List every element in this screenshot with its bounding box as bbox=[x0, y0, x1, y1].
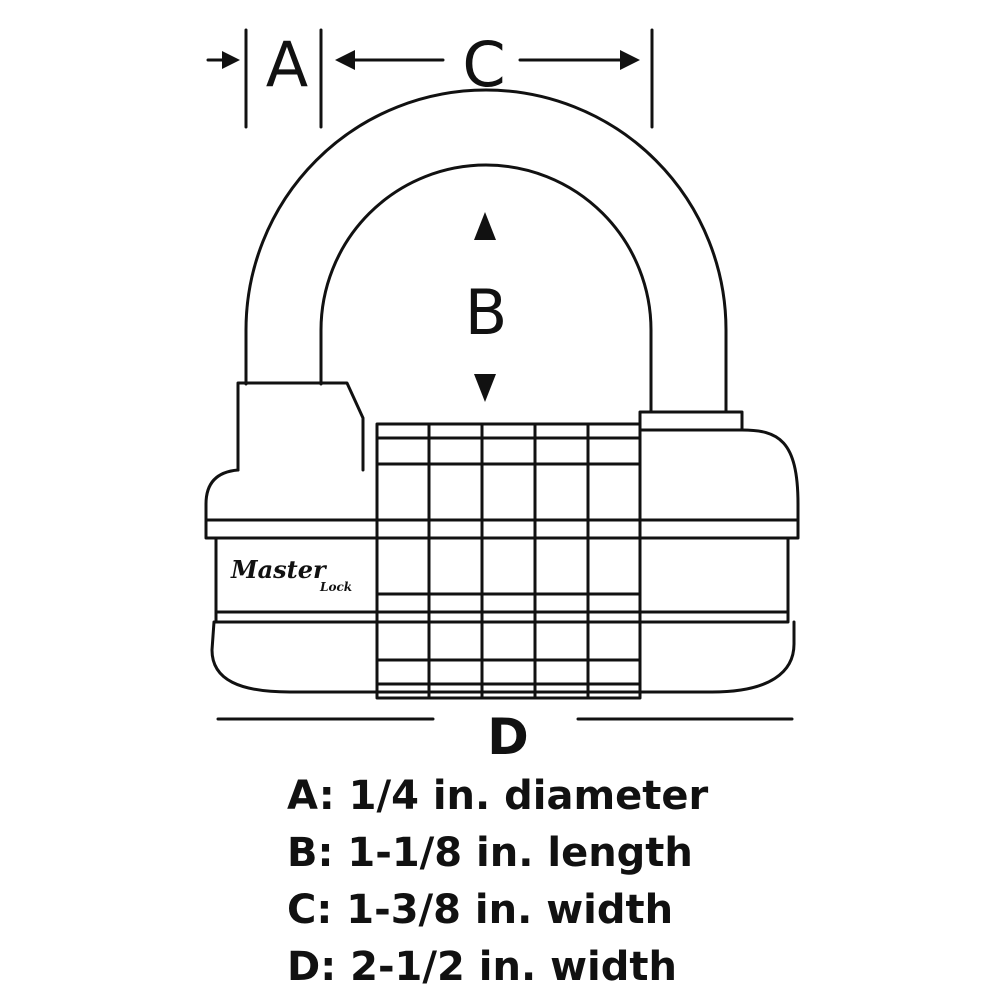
label-d: D bbox=[487, 708, 529, 766]
label-c: C bbox=[462, 28, 505, 101]
arrow-c-right-icon bbox=[620, 50, 640, 70]
dimension-c bbox=[348, 28, 654, 129]
spec-b: B: 1-1/8 in. length bbox=[287, 830, 693, 876]
label-a: A bbox=[266, 28, 308, 101]
left-collar bbox=[236, 381, 365, 472]
arrow-b-down-icon bbox=[474, 374, 496, 402]
spec-d: D: 2-1/2 in. width bbox=[287, 944, 677, 990]
dial-grid-frame bbox=[375, 422, 642, 700]
shackle-outer bbox=[244, 88, 728, 414]
label-b: B bbox=[465, 276, 508, 349]
arrow-b-up-icon bbox=[474, 212, 496, 240]
dial-grid-lines bbox=[375, 422, 642, 700]
spec-a: A: 1/4 in. diameter bbox=[287, 773, 709, 819]
brand-line-1: Master bbox=[230, 555, 328, 584]
spec-c: C: 1-3/8 in. width bbox=[287, 887, 674, 933]
arrow-a-right-icon bbox=[222, 51, 240, 69]
arrow-c-left-icon bbox=[335, 50, 355, 70]
brand-line-2: Lock bbox=[319, 580, 352, 594]
specification-list: A: 1/4 in. diameter B: 1-1/8 in. length … bbox=[287, 768, 708, 996]
shackle-inner bbox=[319, 163, 653, 414]
right-collar bbox=[638, 410, 744, 432]
brand-logo: Master Lock bbox=[230, 555, 352, 594]
